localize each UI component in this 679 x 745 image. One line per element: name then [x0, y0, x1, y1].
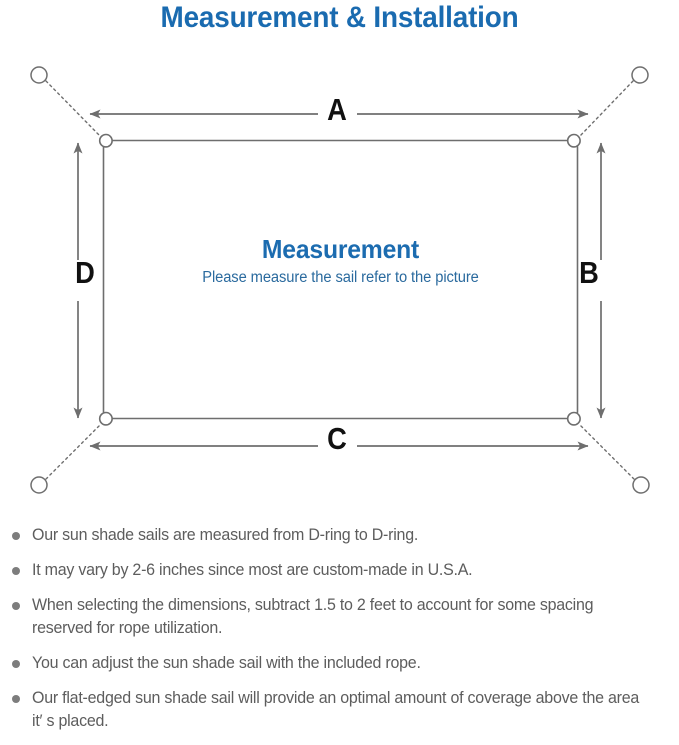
d-ring-bottom-left-icon: [98, 411, 113, 426]
bullet-icon: [12, 602, 20, 610]
bullet-icon: [12, 532, 20, 540]
rope-bottom-left: [45, 424, 101, 480]
list-item: When selecting the dimensions, subtract …: [0, 594, 679, 640]
list-item: Our flat-edged sun shade sail will provi…: [0, 687, 679, 733]
dimension-arrows: [73, 109, 606, 451]
anchor-top-right-icon: [631, 66, 649, 84]
list-item-text: You can adjust the sun shade sail with t…: [32, 654, 421, 672]
list-item-text: Our sun shade sails are measured from D-…: [32, 526, 419, 544]
list-item-text: It may vary by 2-6 inches since most are…: [32, 561, 473, 579]
dimension-label-b: B: [579, 255, 599, 290]
anchor-top-left-icon: [30, 66, 48, 84]
notes-list: Our sun shade sails are measured from D-…: [0, 524, 679, 745]
d-rings: [98, 133, 581, 426]
dimension-label-c: C: [327, 421, 347, 456]
diagram-svg: [30, 66, 650, 494]
dimension-label-d: D: [75, 255, 95, 290]
sail-caption-subtitle: Please measure the sail refer to the pic…: [202, 269, 479, 286]
list-item-text: When selecting the dimensions, subtract …: [32, 596, 594, 637]
bullet-icon: [12, 660, 20, 668]
dimension-label-a: A: [327, 92, 347, 127]
anchor-bottom-left-icon: [30, 476, 48, 494]
bullet-icon: [12, 695, 20, 703]
rope-lines: [45, 80, 635, 480]
anchor-circles: [30, 66, 650, 494]
sail-caption-title: Measurement: [261, 234, 420, 264]
anchor-bottom-right-icon: [632, 476, 650, 494]
list-item: It may vary by 2-6 inches since most are…: [0, 559, 679, 582]
d-ring-top-left-icon: [98, 133, 113, 148]
rope-top-left: [45, 80, 101, 137]
page-title: Measurement & Installation: [160, 1, 519, 34]
list-item-text: Our flat-edged sun shade sail will provi…: [32, 689, 640, 730]
sail-outline: [102, 139, 579, 420]
list-item: Our sun shade sails are measured from D-…: [0, 524, 679, 547]
rope-top-right: [579, 80, 634, 137]
bullet-icon: [12, 567, 20, 575]
sail-caption: Measurement Please measure the sail refe…: [103, 234, 578, 288]
measurement-diagram: A B C D Measurement Please measure the s…: [0, 48, 679, 513]
d-ring-bottom-right-icon: [566, 411, 581, 426]
list-item: You can adjust the sun shade sail with t…: [0, 652, 679, 675]
rope-bottom-right: [579, 424, 635, 480]
d-ring-top-right-icon: [566, 133, 581, 148]
